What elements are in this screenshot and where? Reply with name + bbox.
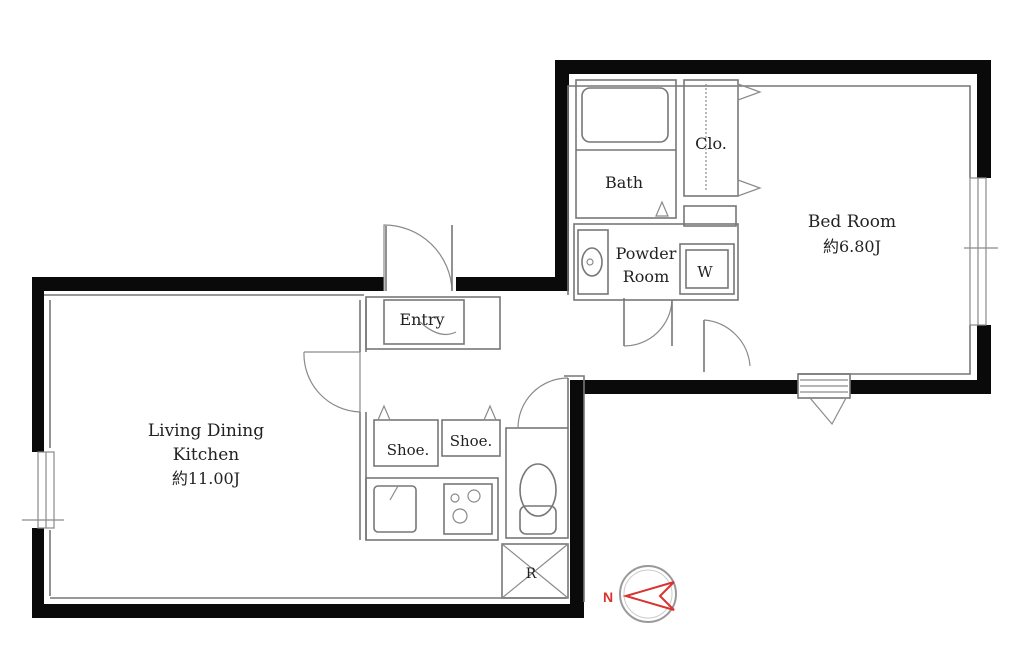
bedroom-area: 約6.80J (823, 237, 881, 256)
ldk-area: 約11.00J (172, 469, 240, 488)
ldk-label-line2: Kitchen (173, 445, 239, 465)
shoe-cabinets (373, 404, 501, 467)
powder-label-line2: Room (623, 267, 669, 286)
window-right (964, 177, 998, 326)
fridge-label: R (526, 566, 537, 582)
north-letter: N (603, 589, 613, 605)
north-arrow-icon: N (603, 565, 677, 623)
kitchen-counter (365, 477, 499, 541)
balcony-door[interactable] (797, 373, 851, 426)
ldk-door[interactable] (303, 351, 361, 413)
washer-label: W (697, 263, 713, 281)
entry-label: Entry (399, 310, 444, 329)
shoe-label-1: Shoe. (387, 441, 430, 459)
ldk-label-line1: Living Dining (148, 421, 264, 441)
powder-label-line1: Powder (616, 244, 677, 263)
window-left (22, 451, 64, 529)
bedroom-door[interactable] (703, 319, 751, 372)
exterior-walls (32, 60, 991, 618)
bath-label: Bath (605, 173, 643, 192)
entry-area (365, 224, 501, 350)
shoe-label-2: Shoe. (450, 432, 493, 450)
toilet-room (505, 377, 569, 539)
powder-room-area (573, 205, 739, 347)
closet-area (683, 79, 762, 197)
closet-label: Clo. (695, 134, 727, 153)
bedroom-label: Bed Room (808, 212, 896, 232)
interior-wall-lines (44, 85, 971, 602)
fridge-space (501, 543, 569, 599)
bath-area (575, 79, 677, 219)
